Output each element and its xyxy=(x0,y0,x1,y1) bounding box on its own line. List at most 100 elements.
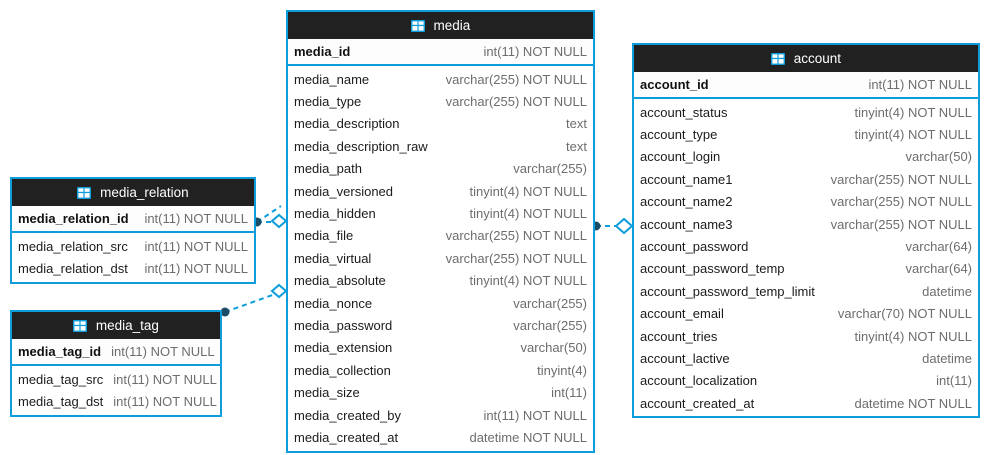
column-name: media_virtual xyxy=(294,250,372,266)
pk-name-media_tag: media_tag_id xyxy=(18,344,102,359)
entity-title-media: media xyxy=(433,18,471,33)
column-row[interactable]: account_tries tinyint(4) NOT NULL xyxy=(634,325,978,347)
column-type: tinyint(4) NOT NULL xyxy=(854,328,972,344)
column-name: account_password xyxy=(640,239,749,255)
column-name: media_description xyxy=(294,116,400,132)
column-type: varchar(255) NOT NULL xyxy=(445,250,587,266)
primary-key-row-media_relation[interactable]: media_relation_id int(11) NOT NULL xyxy=(12,206,254,233)
entity-media_relation[interactable]: media_relation media_relation_id int(11)… xyxy=(10,177,256,284)
column-type: tinyint(4) NOT NULL xyxy=(469,206,587,222)
column-name: account_email xyxy=(640,306,724,322)
column-type: varchar(50) xyxy=(520,340,587,356)
column-name: media_password xyxy=(294,317,393,333)
entity-title-media_tag: media_tag xyxy=(95,318,159,333)
column-row[interactable]: account_lactive datetime xyxy=(634,347,978,369)
column-type: tinyint(4) NOT NULL xyxy=(854,104,972,120)
entity-header-media_relation[interactable]: media_relation xyxy=(12,179,254,206)
entity-media[interactable]: media media_id int(11) NOT NULL media_na… xyxy=(286,10,595,453)
column-name: media_description_raw xyxy=(294,138,428,154)
pk-name-media_relation: media_relation_id xyxy=(18,211,129,226)
entity-title-account: account xyxy=(793,51,842,66)
column-name: media_nonce xyxy=(294,295,373,311)
column-type: varchar(255) xyxy=(513,317,587,333)
column-name: account_tries xyxy=(640,328,718,344)
table-icon xyxy=(77,181,92,206)
column-type: int(11) NOT NULL xyxy=(483,407,587,423)
column-name: media_path xyxy=(294,161,362,177)
entity-title-media_relation: media_relation xyxy=(100,185,189,200)
open-diamond-marker xyxy=(614,217,634,235)
column-name: media_tag_dst xyxy=(18,394,104,410)
column-row[interactable]: media_description text xyxy=(288,113,593,135)
primary-key-row-media[interactable]: media_id int(11) NOT NULL xyxy=(288,39,593,66)
column-name: account_lactive xyxy=(640,350,730,366)
column-type: text xyxy=(566,116,587,132)
column-row[interactable]: media_relation_dst int(11) NOT NULL xyxy=(12,257,254,279)
column-type: int(11) NOT NULL xyxy=(144,261,248,277)
column-name: media_relation_dst xyxy=(18,261,128,277)
column-row[interactable]: media_virtual varchar(255) NOT NULL xyxy=(288,247,593,269)
open-diamond-marker xyxy=(270,283,288,299)
column-name: media_file xyxy=(294,228,354,244)
column-type: varchar(255) xyxy=(513,295,587,311)
table-icon xyxy=(73,314,88,339)
column-type: varchar(70) NOT NULL xyxy=(837,306,972,322)
column-type: int(11) xyxy=(551,385,587,401)
entity-header-media[interactable]: media xyxy=(288,12,593,39)
entity-header-account[interactable]: account xyxy=(634,45,978,72)
column-type: int(11) NOT NULL xyxy=(113,371,217,387)
column-name: account_name3 xyxy=(640,216,733,232)
primary-key-row-account[interactable]: account_id int(11) NOT NULL xyxy=(634,72,978,99)
relationship-media-account[interactable] xyxy=(591,217,634,235)
column-row[interactable]: media_nonce varchar(255) xyxy=(288,292,593,314)
column-name: media_absolute xyxy=(294,273,386,289)
column-type: datetime NOT NULL xyxy=(469,429,587,445)
column-type: tinyint(4) NOT NULL xyxy=(854,127,972,143)
column-type: datetime xyxy=(922,283,972,299)
entity-account[interactable]: account account_id int(11) NOT NULL acco… xyxy=(632,43,980,419)
pk-name-account: account_id xyxy=(640,77,709,92)
column-row[interactable]: media_password varchar(255) xyxy=(288,314,593,336)
column-name: media_versioned xyxy=(294,183,394,199)
entity-media_tag[interactable]: media_tag media_tag_id int(11) NOT NULL … xyxy=(10,310,222,417)
column-type: int(11) NOT NULL xyxy=(144,238,248,254)
relationship-media_relation-media[interactable] xyxy=(252,205,288,229)
column-type: datetime xyxy=(922,350,972,366)
column-type: varchar(255) NOT NULL xyxy=(830,171,972,187)
primary-key-row-media_tag[interactable]: media_tag_id int(11) NOT NULL xyxy=(12,339,220,366)
column-row[interactable]: account_email varchar(70) NOT NULL xyxy=(634,303,978,325)
column-type: varchar(50) xyxy=(905,149,972,165)
relationship-media_tag-media[interactable] xyxy=(220,283,288,317)
entity-header-media_tag[interactable]: media_tag xyxy=(12,312,220,339)
